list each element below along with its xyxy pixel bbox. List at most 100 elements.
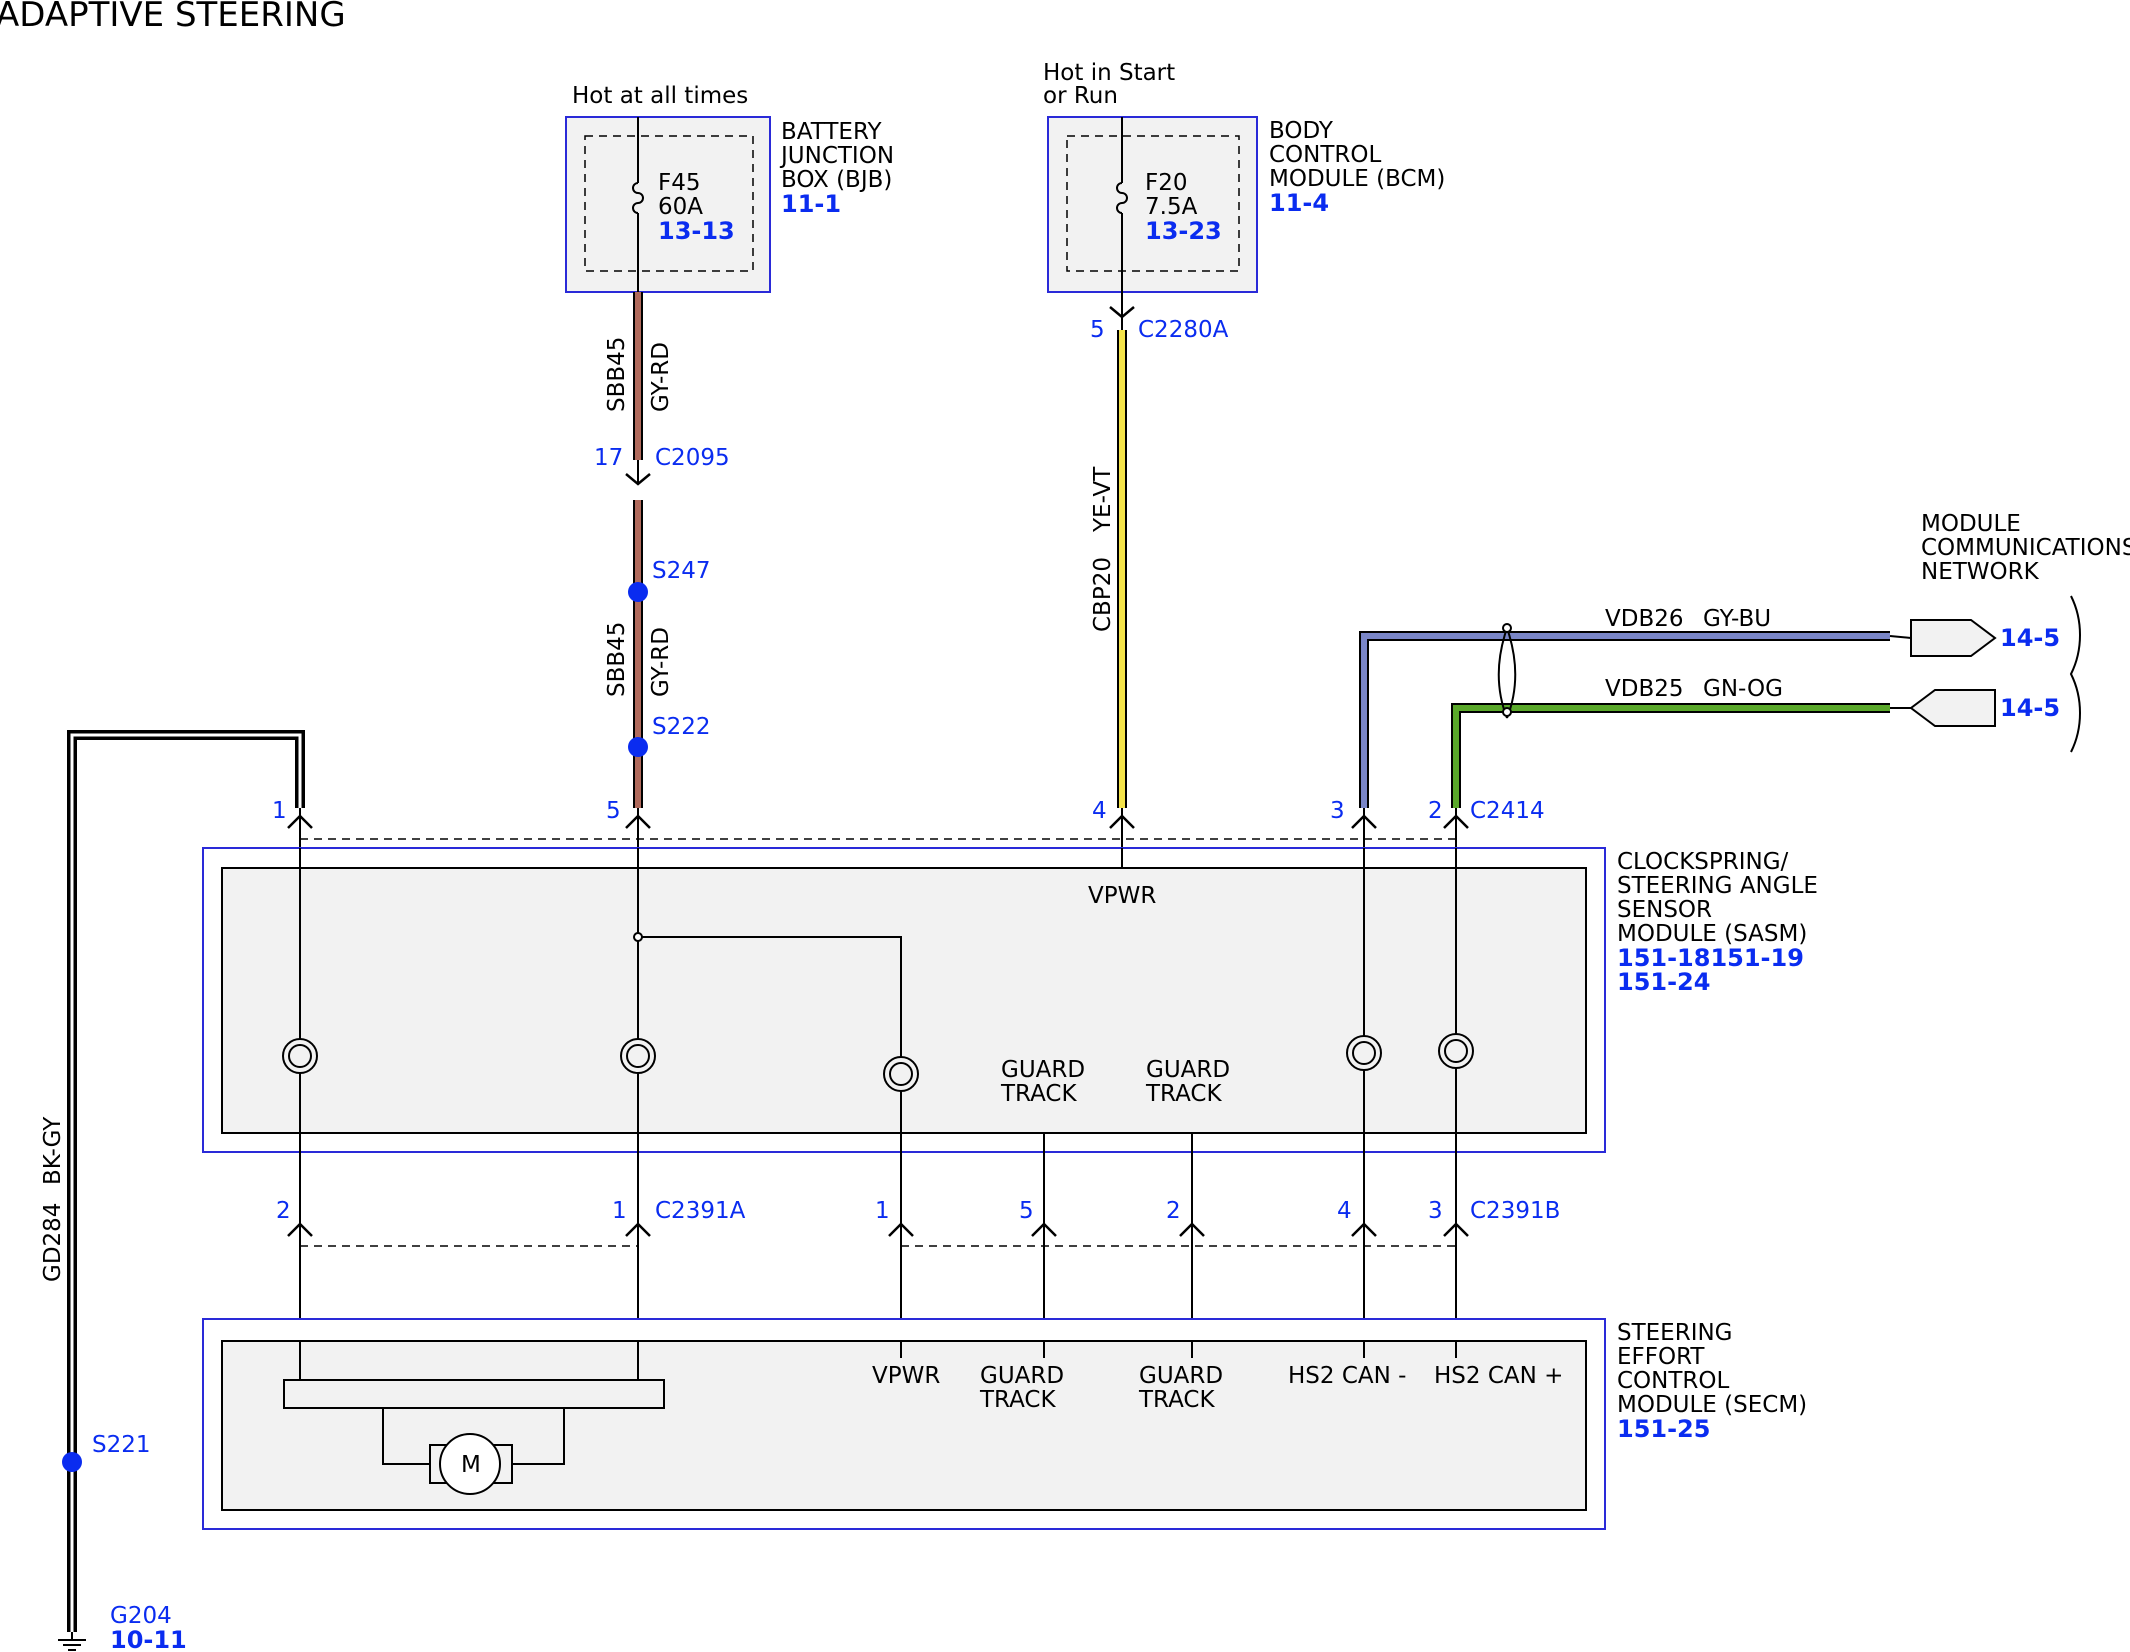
splice-s221-icon [62,1452,82,1472]
ground-icon [58,1632,86,1651]
network-name-line3: NETWORK [1921,559,2040,585]
wire-sbb45-lower-circuit: SBB45 [604,622,630,697]
fuse-f20-id: F20 [1145,170,1188,196]
secm-ref[interactable]: 151-25 [1617,1415,1710,1443]
splice-s222-label[interactable]: S222 [652,714,711,740]
connector-c2280a-pin: 5 [1090,317,1105,343]
connector-c2414-pin-4: 4 [1092,798,1107,824]
secm-module [202,1318,1606,1530]
sasm-name-line2: STEERING ANGLE [1617,873,1818,899]
wire-cbp20-circuit: CBP20 [1090,557,1116,632]
fuse-f20-rating: 7.5A [1145,194,1198,220]
connector-c2391b-pin-3: 3 [1428,1198,1443,1224]
wire-sbb45-upper-color: GY-RD [648,342,674,412]
wire-vdb25-color: GN-OG [1703,676,1783,702]
sasm-ref-line2[interactable]: 151-24 [1617,968,1710,996]
wire-gd284-color: BK-GY [40,1116,66,1185]
sasm-guard-track-1-line2: TRACK [1000,1081,1077,1107]
secm-vpwr-label: VPWR [872,1363,940,1389]
bcm-power-source-line1: Hot in Start [1043,60,1175,86]
sasm-guard-track-1-line1: GUARD [1001,1057,1085,1083]
connector-c2280a-label[interactable]: C2280A [1138,317,1229,343]
connector-c2391a-label[interactable]: C2391A [655,1198,746,1224]
network-name-line1: MODULE [1921,511,2021,537]
connector-c2414-stubs [299,808,1457,848]
secm-guard-track-2-line1: GUARD [1139,1363,1223,1389]
ground-g204-label[interactable]: G204 [110,1603,172,1629]
sasm-internal-junction [633,932,643,942]
secm-internal-wiring [299,1341,1457,1380]
sasm-guard-track-2-line2: TRACK [1145,1081,1222,1107]
sasm-name-line1: CLOCKSPRING/ [1617,849,1789,875]
network-connector-lower-icon [1909,689,1996,727]
wire-vdb26-circuit: VDB26 [1605,606,1684,632]
connector-c2414-pin-5: 5 [606,798,621,824]
network-connector-upper-icon [1910,619,1997,657]
bjb-ref[interactable]: 11-1 [781,190,841,218]
bjb-module [565,116,771,293]
fuse-f20-icon [1116,117,1128,292]
sasm-vpwr-label: VPWR [1088,883,1156,909]
connector-c2391b-label[interactable]: C2391B [1470,1198,1560,1224]
splice-s247-label[interactable]: S247 [652,558,711,584]
connector-c2391a-pin-1: 1 [612,1198,627,1224]
connector-c2095-pin: 17 [594,445,623,471]
bcm-ref[interactable]: 11-4 [1269,189,1329,217]
fuse-f45-ref[interactable]: 13-13 [658,217,735,245]
fuse-f45-icon [632,117,644,292]
wire-vdb26-color: GY-BU [1703,606,1771,632]
connector-c2414-label[interactable]: C2414 [1470,798,1545,824]
connector-c2391b-pin-4: 4 [1337,1198,1352,1224]
wire-sbb45-lower-color: GY-RD [648,627,674,697]
wire-vdb25-circuit: VDB25 [1605,676,1684,702]
bcm-name-line3: MODULE (BCM) [1269,166,1445,192]
clockspring-coil-icons [282,1033,1474,1092]
connector-c2391-pins [287,1222,1469,1237]
secm-guard-track-1-line2: TRACK [979,1387,1056,1413]
connector-c2095-label[interactable]: C2095 [655,445,730,471]
wire-vdb26[interactable] [1359,631,1890,808]
sasm-name-line3: SENSOR [1617,897,1712,923]
bjb-name-line1: BATTERY [781,119,882,145]
sasm-internal-wiring [299,848,1457,1152]
secm-name-line1: STEERING [1617,1320,1733,1346]
connector-c2391a-pin-2: 2 [276,1198,291,1224]
wire-gd284[interactable] [67,730,305,1632]
network-ref-upper[interactable]: 14-5 [2000,624,2060,652]
secm-hs2-can-plus-label: HS2 CAN + [1434,1363,1563,1389]
secm-motor-driver-bar [283,1379,665,1409]
connector-c2414-pins [287,814,1469,829]
ground-g204-ref[interactable]: 10-11 [110,1626,187,1652]
sasm-module [202,847,1606,1153]
wire-cbp20-color: YE-VT [1090,466,1116,533]
splice-s247-icon [628,582,648,602]
secm-name-line2: EFFORT [1617,1344,1705,1370]
fuse-f20-ref[interactable]: 13-23 [1145,217,1222,245]
network-connector-upper-stub [1889,635,1912,639]
secm-hs2-can-minus-label: HS2 CAN - [1288,1363,1406,1389]
network-name-line2: COMMUNICATIONS [1921,535,2130,561]
motor-icon [382,1408,565,1495]
fuse-f45-rating: 60A [658,194,703,220]
network-bracket-icon [2069,595,2081,753]
splice-s221-label[interactable]: S221 [92,1432,151,1458]
network-ref-lower[interactable]: 14-5 [2000,694,2060,722]
wire-sbb45-upper-circuit: SBB45 [604,337,630,412]
wire-gd284-circuit: GD284 [40,1203,66,1282]
sasm-ref-line1[interactable]: 151-18151-19 [1617,944,1804,972]
diagram-title: ADAPTIVE STEERING [0,0,346,35]
sasm-name-line4: MODULE (SASM) [1617,921,1807,947]
bjb-power-source-label: Hot at all times [572,83,748,109]
secm-name-line3: CONTROL [1617,1368,1730,1394]
connector-c2391b-pin-1: 1 [875,1198,890,1224]
secm-guard-track-2-line2: TRACK [1138,1387,1215,1413]
connector-c2414-pin-3: 3 [1330,798,1345,824]
wire-vdb25[interactable] [1451,703,1890,808]
sasm-guard-track-2-line1: GUARD [1146,1057,1230,1083]
connector-c2391b-pin-5: 5 [1019,1198,1034,1224]
bjb-name-line3: BOX (BJB) [781,167,892,193]
bcm-module [1047,116,1258,293]
fuse-f45-id: F45 [658,170,701,196]
twisted-pair-icon [1497,623,1517,719]
